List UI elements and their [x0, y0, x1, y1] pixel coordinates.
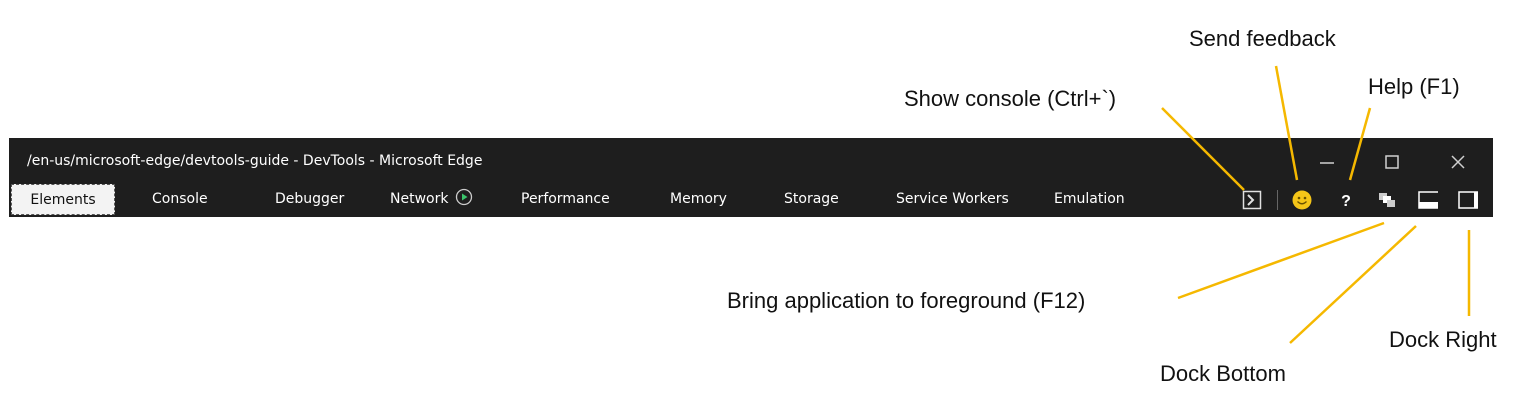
close-icon [1451, 155, 1465, 169]
tab-memory[interactable]: Memory [670, 191, 727, 207]
dock-bottom-icon[interactable] [1418, 190, 1438, 210]
minimize-icon [1320, 162, 1334, 164]
tab-emulation[interactable]: Emulation [1054, 191, 1125, 207]
tab-network[interactable]: Network [390, 184, 473, 215]
callout-bring-foreground: Bring application to foreground (F12) [727, 288, 1086, 313]
help-icon[interactable]: ? [1336, 190, 1356, 210]
minimize-button[interactable] [1315, 150, 1339, 174]
tab-service-workers[interactable]: Service Workers [896, 191, 1009, 207]
toolbar-separator [1277, 190, 1278, 210]
window-title: /en-us/microsoft-edge/devtools-guide - D… [27, 153, 483, 169]
callout-show-console: Show console (Ctrl+`) [904, 86, 1117, 111]
tab-storage[interactable]: Storage [784, 191, 839, 207]
callout-help: Help (F1) [1368, 74, 1460, 99]
svg-text:?: ? [1341, 193, 1351, 210]
maximize-icon [1385, 155, 1399, 169]
bring-to-foreground-icon[interactable] [1377, 190, 1397, 210]
maximize-button[interactable] [1380, 150, 1404, 174]
tab-elements[interactable]: Elements [11, 184, 115, 215]
tab-debugger[interactable]: Debugger [275, 191, 345, 207]
tab-network-label: Network [390, 191, 449, 207]
play-circle-icon [455, 188, 473, 206]
close-button[interactable] [1446, 150, 1470, 174]
title-bar: /en-us/microsoft-edge/devtools-guide - D… [9, 138, 1493, 180]
callout-dock-right: Dock Right [1389, 327, 1497, 352]
tab-bar: Elements Console Debugger Network Perfor… [9, 184, 1493, 217]
show-console-icon[interactable] [1242, 190, 1262, 210]
callout-send-feedback: Send feedback [1189, 26, 1336, 51]
tab-performance[interactable]: Performance [521, 191, 610, 207]
devtools-window: /en-us/microsoft-edge/devtools-guide - D… [9, 138, 1493, 217]
tab-console[interactable]: Console [152, 191, 208, 207]
send-feedback-smiley-icon[interactable] [1292, 190, 1312, 210]
callout-dock-bottom: Dock Bottom [1160, 361, 1286, 386]
dock-right-icon[interactable] [1458, 190, 1478, 210]
